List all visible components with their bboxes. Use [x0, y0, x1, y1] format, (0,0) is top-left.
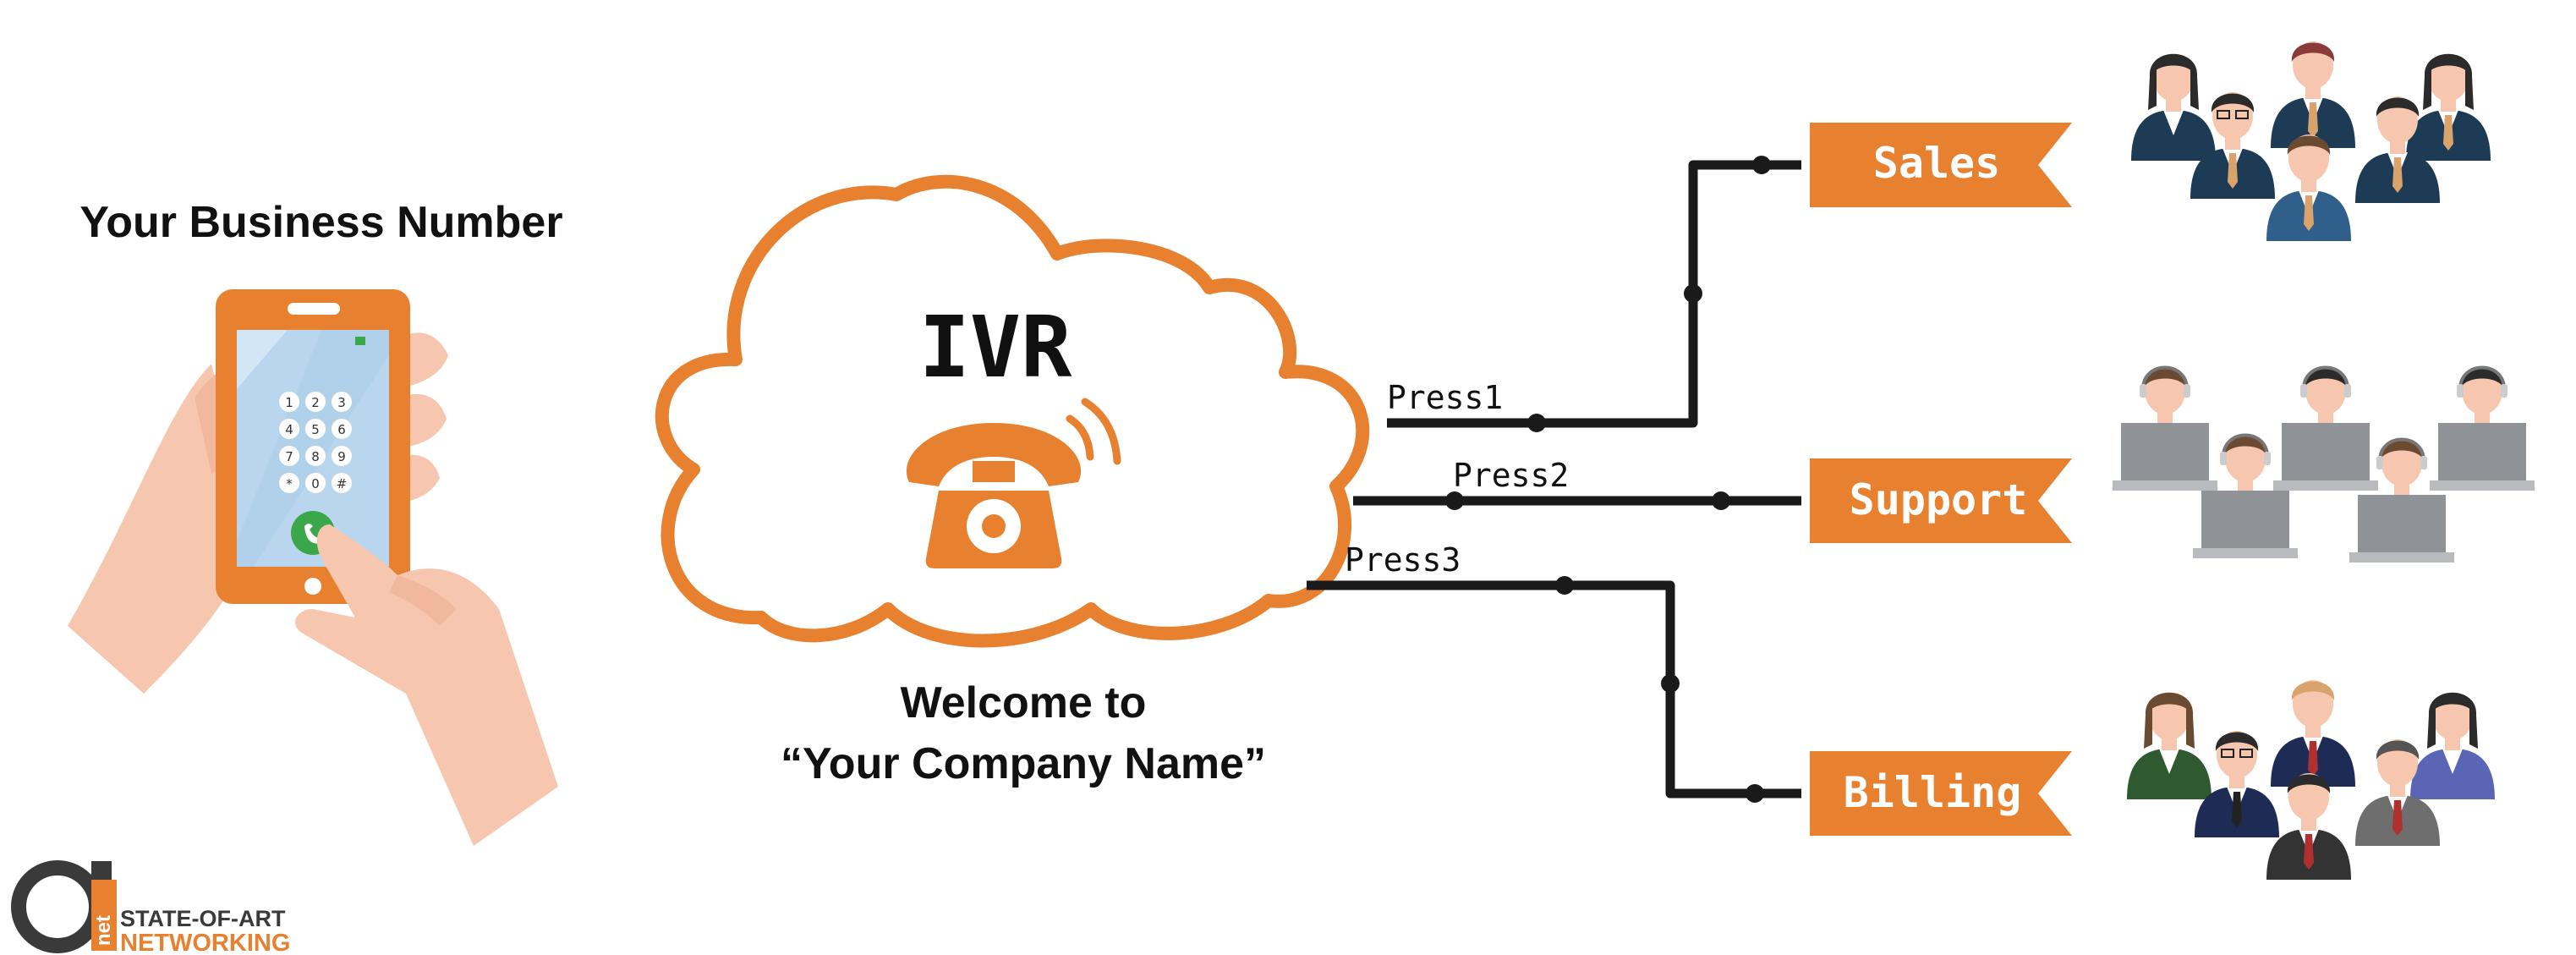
- support-team-illustration: [2113, 365, 2535, 563]
- telephone-icon: [906, 398, 1121, 568]
- keypad-key: 3: [332, 392, 352, 412]
- phone-keypad: 1 2 3 4 5 6 7 8 9 * 0 #: [279, 392, 352, 493]
- keypad-key: 4: [279, 419, 299, 439]
- person-figure: [2271, 680, 2355, 787]
- press2-label: Press2: [1453, 457, 1569, 494]
- svg-text:7: 7: [285, 449, 293, 464]
- support-label: Support: [1850, 475, 2028, 524]
- logo-line-1: STATE-OF-ART: [120, 906, 286, 931]
- svg-text:9: 9: [337, 449, 346, 464]
- keypad-key: 7: [279, 446, 299, 466]
- company-logo: net STATE-OF-ART NETWORKING: [11, 860, 290, 955]
- person-figure: [2190, 92, 2275, 199]
- person-figure: [2273, 365, 2378, 491]
- svg-text:3: 3: [337, 395, 346, 410]
- route-line-billing: [1307, 580, 1801, 799]
- business-number-title: Your Business Number: [79, 198, 562, 247]
- svg-text:2: 2: [311, 395, 320, 410]
- person-figure: [2266, 134, 2351, 241]
- svg-text:5: 5: [311, 422, 320, 437]
- person-figure: [2355, 96, 2440, 203]
- keypad-key: 9: [332, 446, 352, 466]
- svg-text:8: 8: [311, 449, 320, 464]
- right-hand: [295, 524, 558, 846]
- person-figure: [2430, 365, 2535, 491]
- route-junction-dots: [1445, 156, 1771, 803]
- billing-team-illustration: [2127, 680, 2495, 880]
- keypad-key: 2: [305, 392, 326, 412]
- svg-text:1: 1: [285, 395, 293, 410]
- person-figure: [2271, 41, 2355, 148]
- press1-label: Press1: [1387, 379, 1503, 416]
- keypad-key: 0: [305, 473, 326, 493]
- person-figure: [2195, 731, 2279, 837]
- keypad-key: 6: [332, 419, 352, 439]
- person-figure: [2406, 53, 2491, 161]
- keypad-key: *: [279, 473, 299, 493]
- svg-text:0: 0: [311, 476, 320, 491]
- person-figure: [2410, 692, 2495, 799]
- logo-net-text: net: [92, 915, 115, 946]
- welcome-line-1: Welcome to: [901, 678, 1147, 727]
- keypad-key: 5: [305, 419, 326, 439]
- press3-label: Press3: [1345, 541, 1461, 579]
- svg-text:4: 4: [285, 422, 293, 437]
- ivr-label: IVR: [919, 298, 1072, 397]
- person-figure: [2131, 53, 2216, 161]
- person-figure: [2193, 433, 2298, 558]
- billing-label: Billing: [1844, 768, 2022, 817]
- keypad-key: 1: [279, 392, 299, 412]
- sales-banner: Sales: [1810, 123, 2072, 207]
- person-figure: [2266, 773, 2351, 880]
- sales-label: Sales: [1873, 139, 2001, 188]
- person-figure: [2113, 365, 2217, 491]
- phone-in-hands-illustration: 1 2 3 4 5 6 7 8 9 * 0 #: [68, 289, 558, 846]
- svg-text:6: 6: [337, 422, 346, 437]
- phone-home-button: [304, 578, 321, 595]
- person-figure: [2355, 739, 2440, 846]
- billing-banner: Billing: [1810, 751, 2072, 836]
- support-banner: Support: [1810, 458, 2072, 543]
- welcome-line-2: “Your Company Name”: [781, 739, 1266, 788]
- ivr-cloud: IVR: [655, 174, 1370, 648]
- sales-team-illustration: [2131, 41, 2491, 241]
- svg-text:#: #: [337, 476, 348, 491]
- person-figure: [2349, 437, 2454, 563]
- keypad-key: #: [332, 473, 352, 493]
- logo-line-2: NETWORKING: [120, 930, 290, 955]
- svg-text:*: *: [286, 476, 293, 491]
- cloud-shape: [655, 174, 1370, 648]
- person-figure: [2127, 692, 2212, 799]
- keypad-key: 8: [305, 446, 326, 466]
- signal-waves-icon: [1066, 414, 1094, 461]
